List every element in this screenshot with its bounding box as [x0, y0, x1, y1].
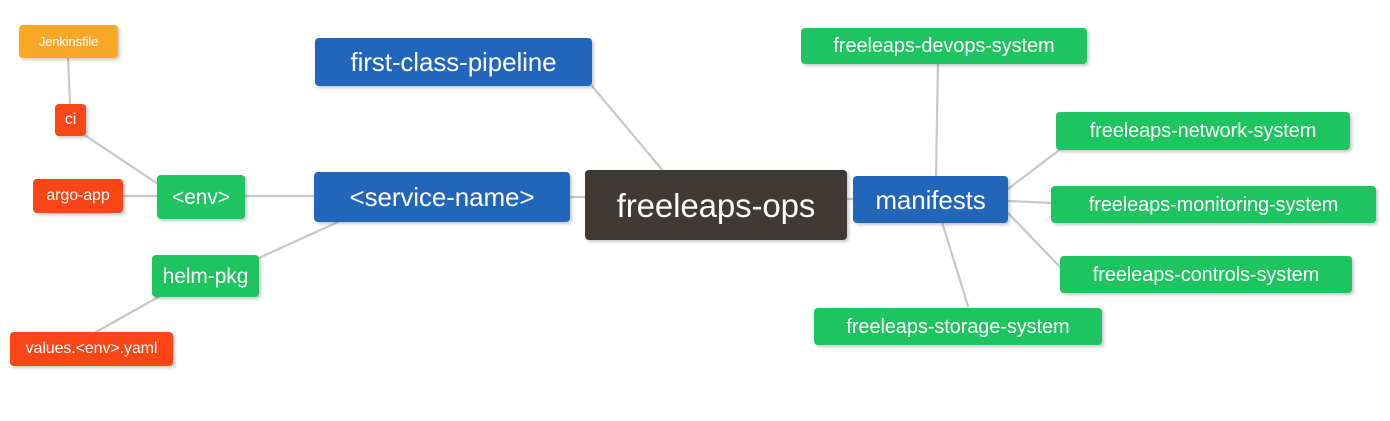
edge-firstclasspipeline-root	[590, 84, 666, 174]
node-freeleaps-network-system-label: freeleaps-network-system	[1089, 120, 1317, 142]
node-service-name-label: <service-name>	[349, 182, 535, 212]
edge-ci-env	[84, 134, 160, 186]
node-root-label: freeleaps-ops	[616, 186, 816, 224]
node-manifests[interactable]: manifests	[853, 176, 1008, 223]
node-first-class-pipeline[interactable]: first-class-pipeline	[315, 38, 592, 86]
edge-manifests-storagesystem	[940, 220, 970, 308]
node-jenkinsfile[interactable]: Jenkinsfile	[19, 25, 118, 58]
edge-helmpkg-valuesyaml	[94, 294, 162, 334]
node-values-yaml[interactable]: values.<env>.yaml	[10, 332, 173, 366]
node-env-label: <env>	[172, 185, 230, 209]
node-freeleaps-monitoring-system-label: freeleaps-monitoring-system	[1088, 193, 1339, 216]
node-freeleaps-monitoring-system[interactable]: freeleaps-monitoring-system	[1051, 186, 1376, 223]
node-argo-app[interactable]: argo-app	[33, 179, 123, 213]
edge-servicename-helmpkg	[248, 220, 340, 264]
node-values-yaml-label: values.<env>.yaml	[25, 340, 158, 357]
node-freeleaps-devops-system[interactable]: freeleaps-devops-system	[801, 28, 1087, 64]
node-freeleaps-controls-system-label: freeleaps-controls-system	[1092, 263, 1320, 286]
node-freeleaps-network-system[interactable]: freeleaps-network-system	[1056, 112, 1350, 150]
node-freeleaps-storage-system-label: freeleaps-storage-system	[846, 315, 1070, 338]
node-env[interactable]: <env>	[157, 175, 245, 219]
node-freeleaps-devops-system-label: freeleaps-devops-system	[833, 35, 1055, 57]
node-helm-pkg[interactable]: helm-pkg	[152, 255, 259, 297]
node-helm-pkg-label: helm-pkg	[162, 264, 249, 288]
node-manifests-label: manifests	[875, 184, 986, 215]
edge-jenkinsfile-ci	[66, 56, 72, 106]
node-freeleaps-controls-system[interactable]: freeleaps-controls-system	[1060, 256, 1352, 293]
node-ci[interactable]: ci	[55, 104, 86, 136]
node-first-class-pipeline-label: first-class-pipeline	[350, 47, 557, 77]
edge-manifests-networksystem	[1006, 146, 1064, 191]
node-root-freeleaps-ops[interactable]: freeleaps-ops	[585, 170, 847, 240]
node-ci-label: ci	[64, 111, 77, 128]
node-freeleaps-storage-system[interactable]: freeleaps-storage-system	[814, 308, 1102, 345]
edge-manifests-monitoringsystem	[1006, 199, 1055, 205]
node-argo-app-label: argo-app	[46, 187, 110, 204]
edge-manifests-devopssystem	[934, 60, 940, 178]
node-jenkinsfile-label: Jenkinsfile	[38, 34, 99, 49]
node-service-name[interactable]: <service-name>	[314, 172, 570, 222]
